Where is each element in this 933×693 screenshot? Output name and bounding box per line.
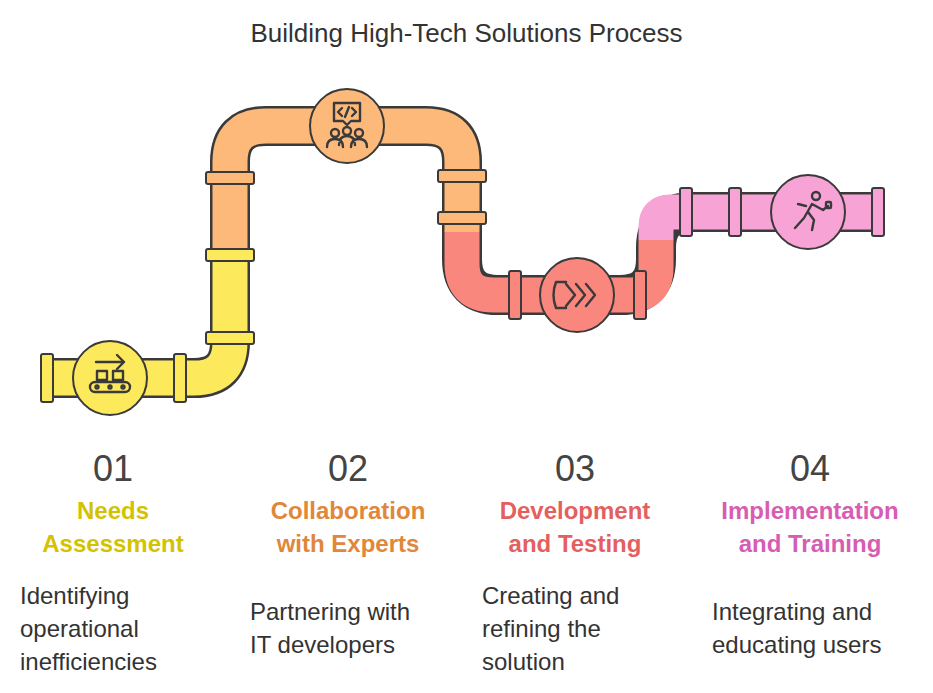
- team-code-icon: [327, 103, 367, 147]
- pipe-flange: [41, 170, 884, 402]
- runner-icon: [795, 192, 831, 230]
- pipe-flange: [438, 170, 486, 182]
- pipe-flange: [174, 354, 186, 402]
- step-description: Creating and refining the solution: [482, 579, 662, 678]
- conveyor-icon: [90, 355, 130, 392]
- icon-circle: [310, 89, 384, 163]
- step-heading: Implementation and Training: [710, 494, 910, 560]
- pipe-flange: [206, 332, 254, 344]
- diagram-title: Building High-Tech Solutions Process: [0, 16, 933, 50]
- step-column: 01Needs Assessment: [18, 449, 208, 560]
- icon-circle: [540, 258, 614, 332]
- step-description-box: Identifying operational inefficiencies: [20, 578, 200, 678]
- step-description: Integrating and educating users: [712, 595, 884, 661]
- pipe-flange: [41, 354, 53, 402]
- pipe-flange: [634, 271, 646, 319]
- step-description: Partnering with IT developers: [250, 595, 435, 661]
- pipe-outline: [42, 126, 884, 378]
- step-description-box: Partnering with IT developers: [250, 578, 435, 678]
- icon-circle: [73, 341, 147, 415]
- pipe-flange: [206, 172, 254, 184]
- step-description-box: Integrating and educating users: [712, 578, 884, 678]
- step-icon: [73, 89, 845, 415]
- step-number: 03: [480, 449, 670, 489]
- step-column: 03Development and Testing: [480, 449, 670, 560]
- step-number: 01: [18, 449, 208, 489]
- step-description-box: Creating and refining the solution: [482, 578, 662, 678]
- step-heading: Needs Assessment: [18, 494, 208, 560]
- progress-chevron-icon: [554, 282, 596, 308]
- step-number: 04: [710, 449, 910, 489]
- pipe-flange: [680, 188, 692, 236]
- step-column: 04Implementation and Training: [710, 449, 910, 560]
- pipe-flange: [206, 249, 254, 261]
- pipe-flange: [729, 188, 741, 236]
- step-heading: Development and Testing: [480, 494, 670, 560]
- icon-circle: [771, 175, 845, 249]
- pipe-flange: [872, 188, 884, 236]
- pipe: [42, 126, 884, 378]
- pipe-flange: [509, 271, 521, 319]
- step-description: Identifying operational inefficiencies: [20, 579, 200, 678]
- step-heading: Collaboration with Experts: [248, 494, 448, 560]
- pipe-flange: [438, 212, 486, 224]
- step-column: 02Collaboration with Experts: [248, 449, 448, 560]
- step-number: 02: [248, 449, 448, 489]
